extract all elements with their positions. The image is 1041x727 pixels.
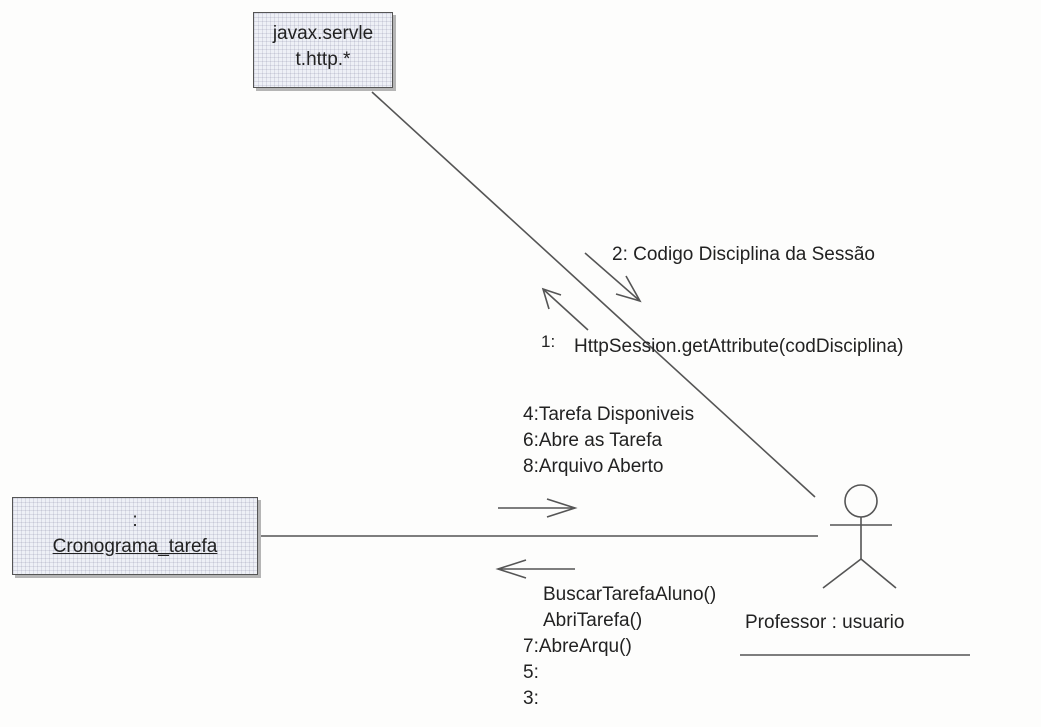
message-2-label: 2: Codigo Disciplina da Sessão — [612, 244, 875, 265]
message-5-label: AbriTarefa() — [543, 610, 643, 631]
message-5-number: 5: — [523, 662, 539, 683]
message-6-label: 6:Abre as Tarefa — [523, 430, 663, 451]
message-3-number: 3: — [523, 688, 539, 709]
actor-label: Professor : usuario — [745, 612, 905, 633]
messages-to-actor: 4:Tarefa Disponiveis 6:Abre as Tarefa 8:… — [523, 402, 694, 480]
object-cronograma-tarefa: : Cronograma_tarefa — [12, 497, 258, 575]
actor-icon — [822, 484, 897, 589]
message-numbers: 7:AbreArqu() 5: 3: — [523, 634, 632, 712]
object-servlet-line1: javax.servle — [272, 23, 374, 44]
object-javax-servlet-http: javax.servle t.http.* — [253, 12, 393, 88]
object-cronograma-name: Cronograma_tarefa — [52, 536, 218, 557]
message-8-label: 8:Arquivo Aberto — [523, 456, 664, 477]
message-4-label: 4:Tarefa Disponiveis — [523, 404, 695, 425]
message-arrow-to-actor — [498, 498, 578, 518]
messages-to-cronograma: BuscarTarefaAluno() AbriTarefa() — [543, 582, 716, 634]
message-3-label: BuscarTarefaAluno() — [543, 584, 717, 605]
message-arrow-1 — [541, 287, 589, 331]
message-7-label: 7:AbreArqu() — [523, 636, 632, 657]
message-1-label: HttpSession.getAttribute(codDisciplina) — [574, 336, 904, 357]
link-servlet-actor — [371, 91, 816, 498]
object-cronograma-colon: : — [132, 510, 138, 531]
object-servlet-line2: t.http.* — [295, 49, 351, 70]
message-1-number: 1: — [541, 332, 556, 351]
message-arrow-2 — [584, 252, 642, 303]
message-arrow-to-cronograma — [495, 559, 575, 579]
